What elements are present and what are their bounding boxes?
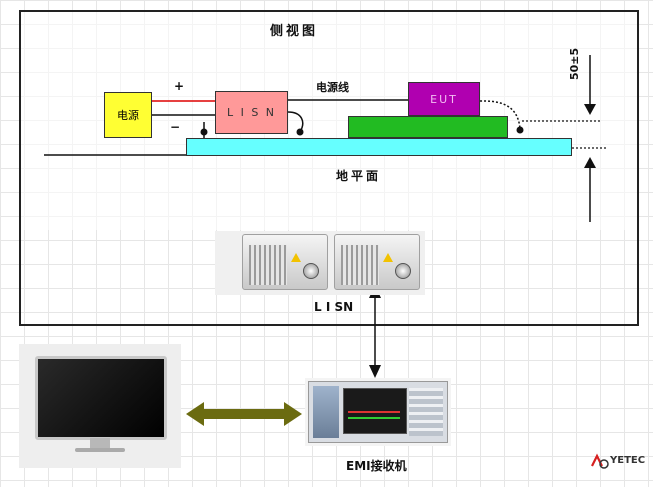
height-dimension-label: 50±5 <box>568 47 581 80</box>
lisn-box: L I S N <box>215 91 288 134</box>
power-line-label: 电源线 <box>316 81 349 94</box>
logo-text: YETEC <box>610 455 646 466</box>
connection-arrow <box>186 402 302 426</box>
lisn-device-icon <box>334 234 420 290</box>
lisn-device-icon <box>242 234 328 290</box>
lisn-photo-label: L I SN <box>314 300 354 314</box>
eut-box: EUT <box>408 82 480 116</box>
emi-receiver-icon <box>308 381 448 443</box>
yetec-logo: YETEC <box>590 452 652 476</box>
lisn-box-label: L I S N <box>226 106 277 119</box>
ground-plane <box>186 138 572 156</box>
ground-plane-label: 地平面 <box>336 169 382 183</box>
emi-receiver-label: EMI接收机 <box>346 459 407 473</box>
plus-label: + <box>174 79 185 93</box>
side-view-frame <box>19 10 639 326</box>
diagram-title: 侧视图 <box>270 24 319 39</box>
monitor-icon <box>35 356 167 452</box>
power-source-label: 电源 <box>117 109 139 122</box>
power-source-box: 电源 <box>104 92 152 138</box>
minus-label: − <box>170 120 181 134</box>
eut-support-table <box>348 116 508 138</box>
eut-label: EUT <box>430 92 458 106</box>
